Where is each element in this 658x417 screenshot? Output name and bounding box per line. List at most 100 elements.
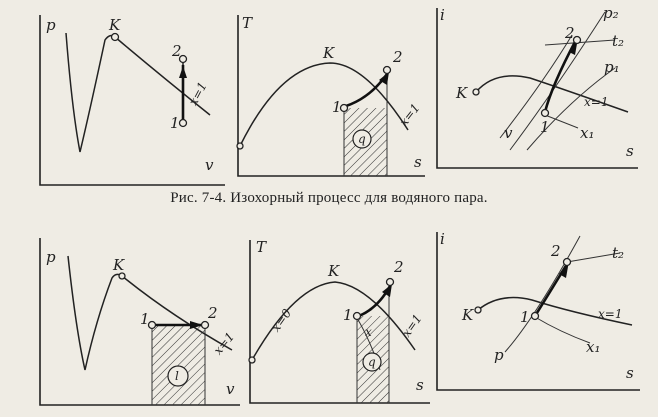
bottom-ts-2-label: 2 [393, 258, 404, 276]
bottom-is-1-label: 1 [520, 308, 530, 326]
bottom-ts-T-label: T [256, 238, 267, 256]
bottom-ts-arrowhead [382, 284, 392, 297]
bottom-ts-K-label: K [327, 262, 340, 280]
top-pv-diagram: p v K 2 1 x=1 [39, 15, 225, 186]
bottom-pv-2-label: 2 [207, 304, 218, 322]
bottom-ts-1-label: 1 [343, 306, 353, 324]
top-pv-v-label: v [205, 156, 214, 174]
top-is-2-label: 2 [564, 24, 575, 42]
top-is-isochore-v [499, 34, 573, 139]
bottom-pv-diagram: l p v K 1 2 x=1 [39, 238, 240, 406]
bottom-is-K-label: K [461, 306, 474, 324]
top-ts-K-label: K [322, 44, 335, 62]
top-ts-arrowhead [379, 72, 389, 85]
bottom-pv-point-2 [200, 320, 210, 330]
bottom-pv-v-label: v [226, 380, 235, 398]
top-ts-1-label: 1 [332, 98, 342, 116]
top-ts-q-circle [352, 129, 372, 149]
top-ts-start-point [236, 142, 244, 150]
top-ts-T-label: T [242, 14, 253, 32]
top-is-line-x1 [544, 114, 579, 129]
bottom-pv-1-label: 1 [140, 310, 150, 328]
bottom-ts-start-point [248, 356, 256, 364]
top-is-isobar-p1 [526, 67, 616, 151]
bottom-is-diagram: i s K 1 2 t₂ x=1 x₁ p [436, 230, 640, 391]
top-is-p1-label: p₁ [604, 58, 620, 76]
top-pv-arrowhead [179, 66, 187, 78]
top-pv-K-label: K [108, 16, 121, 34]
top-ts-s-label: s [414, 153, 422, 171]
top-pv-1-label: 1 [170, 114, 180, 132]
bottom-ts-point-1 [352, 311, 362, 321]
bottom-pv-p-label: p [46, 248, 56, 266]
top-ts-diagram: q T s K 2 1 x=1 [236, 14, 425, 177]
bottom-is-2-label: 2 [550, 242, 561, 260]
top-pv-saturation-curve [65, 32, 211, 153]
figure-caption: Рис. 7-4. Изохорный процесс для водяного… [170, 190, 488, 206]
top-pv-p-label: p [46, 16, 56, 34]
bottom-pv-x1-label: x=1 [211, 330, 237, 358]
top-is-critical-point [472, 88, 480, 96]
bottom-is-p-label: p [494, 346, 504, 364]
bottom-ts-saturation-curve [251, 281, 416, 361]
bottom-is-line-x1 [534, 316, 591, 344]
top-is-xsub1-label: x₁ [580, 124, 594, 142]
top-ts-axes [237, 15, 425, 177]
top-pv-2-label: 2 [171, 42, 182, 60]
top-is-K-label: K [455, 84, 468, 102]
top-is-t2-label: t₂ [612, 32, 624, 50]
top-is-s-label: s [626, 142, 634, 160]
bottom-is-axes [436, 232, 640, 391]
bottom-pv-l-label: l [175, 369, 179, 383]
bottom-pv-l-circle [167, 365, 189, 387]
bottom-ts-s-label: s [416, 376, 424, 394]
bottom-is-saturation-curve [477, 296, 633, 326]
top-is-v-label: v [504, 124, 513, 142]
top-ts-x1-label: x=1 [397, 101, 423, 129]
top-pv-axes [39, 15, 225, 186]
top-is-isobar-p2 [509, 11, 606, 151]
top-ts-saturation-curve [239, 62, 409, 147]
bottom-pv-work-area [152, 325, 205, 405]
bottom-ts-diagram: q T s K 2 1 x=0 x=1 x [248, 238, 430, 404]
top-is-1-label: 1 [540, 118, 550, 136]
bottom-is-isobar-p [504, 235, 581, 353]
top-is-point-1 [540, 108, 550, 118]
bottom-is-xsub1-label: x₁ [586, 338, 600, 356]
bottom-is-isotherm-t2 [566, 252, 621, 263]
bottom-is-i-label: i [440, 230, 445, 248]
top-is-i-label: i [440, 6, 445, 24]
bottom-ts-x1-label: x=1 [399, 312, 425, 340]
bottom-pv-point-1 [147, 320, 157, 330]
bottom-pv-critical-point [118, 272, 126, 280]
bottom-is-point-1 [530, 311, 540, 321]
top-ts-point-1 [339, 103, 349, 113]
top-pv-point-1 [178, 118, 188, 128]
top-pv-x1-label: x=1 [186, 80, 210, 108]
bottom-is-critical-point [474, 306, 482, 314]
top-is-point-2 [572, 35, 582, 45]
top-is-saturation-curve [475, 75, 629, 113]
bottom-pv-K-label: K [112, 256, 125, 274]
top-is-axes [436, 8, 638, 169]
bottom-ts-q-label: q [368, 355, 376, 369]
top-ts-2-label: 2 [392, 48, 403, 66]
bottom-pv-arrowhead [190, 321, 203, 329]
top-ts-q-label: q [358, 132, 366, 146]
bottom-is-t2-label: t₂ [612, 244, 624, 262]
top-is-diagram: i s K 1 2 p₂ t₂ p₁ x=1 x₁ v [436, 4, 638, 169]
bottom-ts-q-circle [362, 352, 382, 372]
top-pv-point-2 [178, 54, 188, 64]
bottom-ts-x-label: x [365, 325, 372, 339]
top-pv-critical-point [110, 32, 120, 42]
top-ts-point-2 [382, 65, 392, 75]
bottom-is-x1-label: x=1 [598, 307, 622, 321]
bottom-is-s-label: s [626, 364, 634, 382]
top-is-x1-label: x=1 [584, 95, 608, 109]
bottom-is-point-2 [562, 257, 572, 267]
bottom-ts-x0-label: x=0 [269, 306, 295, 334]
bottom-pv-saturation-curve [67, 255, 233, 371]
top-is-p2-label: p₂ [603, 4, 619, 22]
